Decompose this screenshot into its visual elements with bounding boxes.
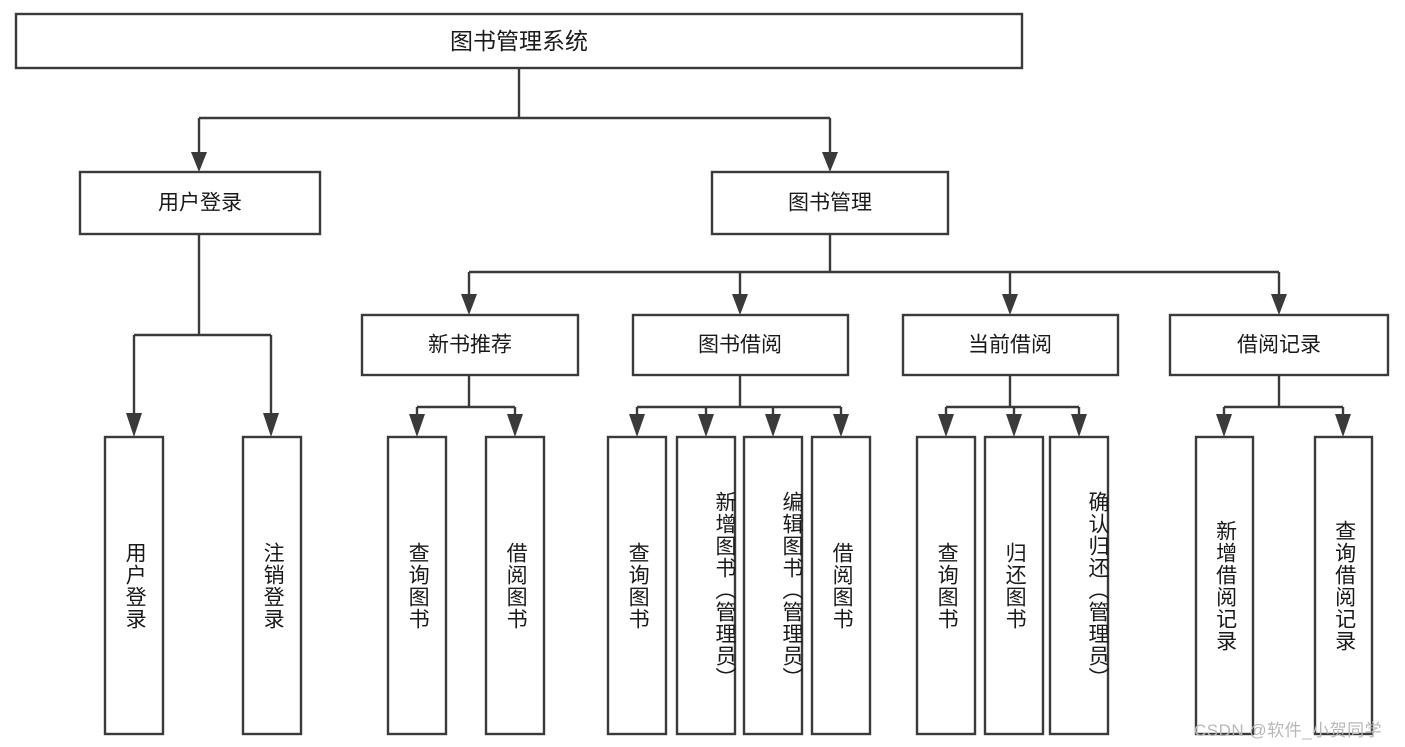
arrow-borrow-record-icon: [1271, 294, 1287, 315]
arrow-leaf-borrow-book-icon: [833, 414, 849, 437]
arrow-leaf-edit-book-admin-icon: [765, 414, 781, 437]
node-book-borrow-box[interactable]: [631, 313, 850, 377]
node-leaf-query-book-borrow-box[interactable]: [606, 435, 668, 736]
arrow-leaf-query-book-borrow-icon: [629, 414, 645, 437]
arrow-leaf-confirm-return-admin-icon: [1071, 414, 1087, 437]
node-user-login-box[interactable]: [78, 170, 322, 236]
arrow-leaf-query-book-current-icon: [938, 414, 954, 437]
node-current-borrow-label: 当前借阅: [968, 334, 1052, 357]
node-book-manage-box[interactable]: [710, 170, 950, 236]
arrow-new-book-recommend-icon: [461, 294, 477, 315]
node-leaf-query-book-current-box[interactable]: [915, 435, 977, 736]
node-book-borrow-label: 图书借阅: [698, 334, 782, 357]
node-leaf-confirm-return-admin-box[interactable]: [1048, 435, 1110, 736]
node-new-book-recommend-box[interactable]: [360, 313, 580, 377]
arrow-leaf-return-book-icon: [1006, 414, 1022, 437]
arrow-current-borrow-icon: [1002, 294, 1018, 315]
arrow-leaf-user-logout-icon: [263, 413, 279, 437]
node-leaf-borrow-book-box[interactable]: [810, 435, 872, 736]
arrow-book-borrow-icon: [732, 294, 748, 315]
node-leaf-return-book-box[interactable]: [983, 435, 1045, 736]
arrow-leaf-user-login-icon: [126, 413, 142, 437]
arrow-to-user-login-icon: [191, 152, 207, 172]
arrow-leaf-add-borrow-record-icon: [1216, 414, 1232, 437]
node-root-label: 图书管理系统: [450, 28, 588, 54]
arrow-leaf-add-book-admin-icon: [698, 414, 714, 437]
node-leaf-edit-book-admin-box[interactable]: [742, 435, 804, 736]
node-borrow-record-label: 借阅记录: [1237, 334, 1321, 357]
node-layer: [14, 12, 1390, 736]
node-book-manage-label: 图书管理: [788, 192, 872, 215]
node-leaf-borrow-book-rec-box[interactable]: [484, 435, 546, 736]
node-leaf-query-book-rec-box[interactable]: [386, 435, 448, 736]
node-current-borrow-box[interactable]: [901, 313, 1120, 377]
horizontal-label-layer: 图书管理系统 用户登录 图书管理 新书推荐 图书借阅 当前借阅 借阅记录: [158, 28, 1321, 356]
arrow-leaf-query-borrow-record-icon: [1335, 414, 1351, 437]
arrow-leaf-borrow-book-rec-icon: [507, 414, 523, 437]
arrow-to-book-manage-icon: [822, 152, 838, 172]
node-borrow-record-box[interactable]: [1168, 313, 1390, 377]
node-leaf-add-borrow-record-box[interactable]: [1194, 435, 1255, 736]
arrow-leaf-query-book-rec-icon: [409, 414, 425, 437]
node-leaf-user-logout-box[interactable]: [241, 435, 303, 736]
node-new-book-recommend-label: 新书推荐: [428, 334, 512, 357]
csdn-watermark: CSDN @软件_小贺同学: [1194, 721, 1383, 740]
node-leaf-query-borrow-record-box[interactable]: [1313, 435, 1374, 736]
node-user-login-label: 用户登录: [158, 192, 242, 215]
node-leaf-user-login-box[interactable]: [103, 435, 165, 736]
connector-layer: [126, 68, 1351, 437]
node-root-box[interactable]: [14, 12, 1024, 70]
node-leaf-add-book-admin-box[interactable]: [675, 435, 737, 736]
